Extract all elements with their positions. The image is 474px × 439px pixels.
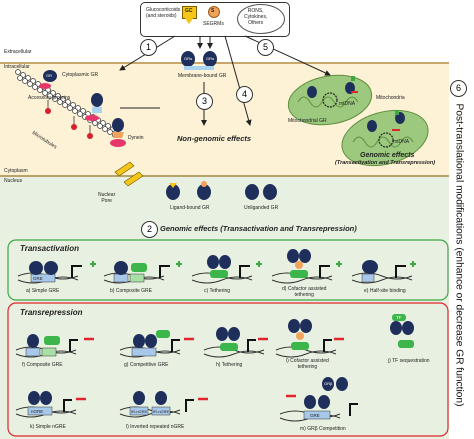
intracellular-label: Intracellular (4, 64, 30, 70)
unliganded-gr-label: Unliganded GR (244, 205, 279, 211)
ligand-bound-gr-label: Ligand-bound GR (170, 205, 210, 211)
ir-ngre-text-2: IR-nGRE (153, 409, 170, 414)
accessory-proteins (45, 100, 93, 139)
transactivation-item-e: e) Half-site binding (364, 288, 406, 294)
transactivation-item-a: a) Simple GRE (26, 288, 60, 294)
cytoplasmic-gr (39, 70, 103, 121)
ngre-text-k: nGRE (31, 409, 44, 414)
s-badge-label: S (211, 8, 215, 14)
pathway-number-3: 3 (196, 93, 213, 110)
transrepression-item-k: k) Simple nGRE (30, 424, 66, 430)
dynein-label: Dynein (128, 135, 144, 141)
transrepression-artwork (15, 314, 414, 422)
gre-text-m: GRE (310, 413, 320, 418)
diagram-artwork (7, 35, 449, 437)
transactivation-box (7, 239, 449, 301)
transactivation-item-b: b) Composite GRE (110, 288, 152, 294)
transactivation-item-c: c) Tethering (204, 288, 231, 294)
rons-label: RONS, Cytokines, Others (244, 8, 268, 26)
transactivation-item-d: d) Cofactor assisted tethering (282, 286, 327, 298)
transrepression-box (7, 302, 449, 437)
nuclear-membrane (0, 175, 449, 177)
transrepression-item-j: j) TF sequestration (388, 358, 430, 364)
tf-text-j: TF (396, 315, 402, 320)
pathway-number-5: 5 (257, 39, 274, 56)
mitochondrion-upper (287, 74, 373, 126)
post-translational-side-label: Post-translational modifications (enhanc… (449, 80, 469, 430)
non-genomic-effects-label: Non-genomic effects (177, 134, 252, 143)
pathway-4-arrow (224, 35, 252, 126)
cyto-gr-text: GR (46, 73, 52, 78)
segrms-label: SEGRMs (203, 21, 224, 27)
membrane-gr-text-2: GRα (206, 56, 215, 61)
transrepression-item-i: i) Cofactor assisted tethering (286, 358, 329, 370)
membrane-gr-text: GRα (184, 56, 193, 61)
cytoplasm-label: Cytoplasm (4, 168, 28, 174)
mitochondrion-lower (341, 109, 429, 167)
extracellular-label: Extracellular (4, 49, 32, 55)
pathway-number-4: 4 (236, 86, 253, 103)
mitochondrial-gr-label: Mitochondrial GR (288, 118, 327, 124)
s-circle-icon (208, 6, 220, 18)
plasma-membrane (0, 62, 449, 64)
dynein-complex (110, 118, 126, 147)
nuclear-pore (114, 161, 144, 187)
transrepression-title: Transrepression (20, 308, 83, 317)
membrane-bound-gr (181, 51, 217, 70)
post-translational-text: Post-translational modifications (enhanc… (453, 103, 465, 407)
transactivation-artwork (17, 249, 416, 284)
ligand-bound-gr (166, 181, 211, 200)
glucocorticoids-label: Glucocorticoids (and steroids) (146, 7, 181, 19)
microtubules (15, 69, 118, 138)
pathway-number-6: 6 (450, 80, 467, 97)
ir-ngre-text-1: IR-nGRE (131, 409, 148, 414)
mito-genomic-effects-subtitle: (Transactivation and Transrepression) (335, 160, 436, 166)
gc-triangle-icon (184, 17, 194, 24)
mito-genomic-effects-title: Genomic effects (360, 152, 415, 159)
transrepression-item-f: f) Composite GRE (22, 362, 63, 368)
pathway-number-2: 2 (141, 221, 158, 238)
nucleus-region (0, 176, 449, 439)
gre-text-a: GRE (33, 276, 43, 281)
gc-badge-label: GC (185, 8, 193, 14)
accessory-proteins-label: Accessory proteins (28, 95, 71, 101)
transrepression-item-l: l) Inverted repeated nGRE (126, 424, 185, 430)
membrane-bound-gr-label: Membrane-bound GR (178, 73, 227, 79)
nuclear-pore-label: Nuclear Pore (98, 192, 116, 204)
gr-beta-text: GRβ (324, 381, 333, 386)
transrepression-item-h: h) Tethering (216, 362, 243, 368)
transrepression-item-m: m) GRβ Competition (300, 426, 346, 432)
genomic-effects-label: Genomic effects (Transactivation and Tra… (160, 224, 357, 233)
unliganded-gr (245, 184, 277, 200)
nucleus-label: Nucleus (4, 178, 23, 184)
transactivation-title: Transactivation (20, 244, 79, 253)
mtdna-label-1: mtDNA (339, 101, 356, 107)
cytoplasmic-gr-label: Cytoplasmic GR (62, 72, 99, 78)
pathway-number-1: 1 (140, 39, 157, 56)
mtdna-label-2: mtDNA (393, 139, 410, 145)
rons-ellipse (237, 4, 285, 34)
transrepression-item-g: g) Competitive GRE (124, 362, 169, 368)
mitochondria-label: Mitochondria (376, 95, 405, 101)
